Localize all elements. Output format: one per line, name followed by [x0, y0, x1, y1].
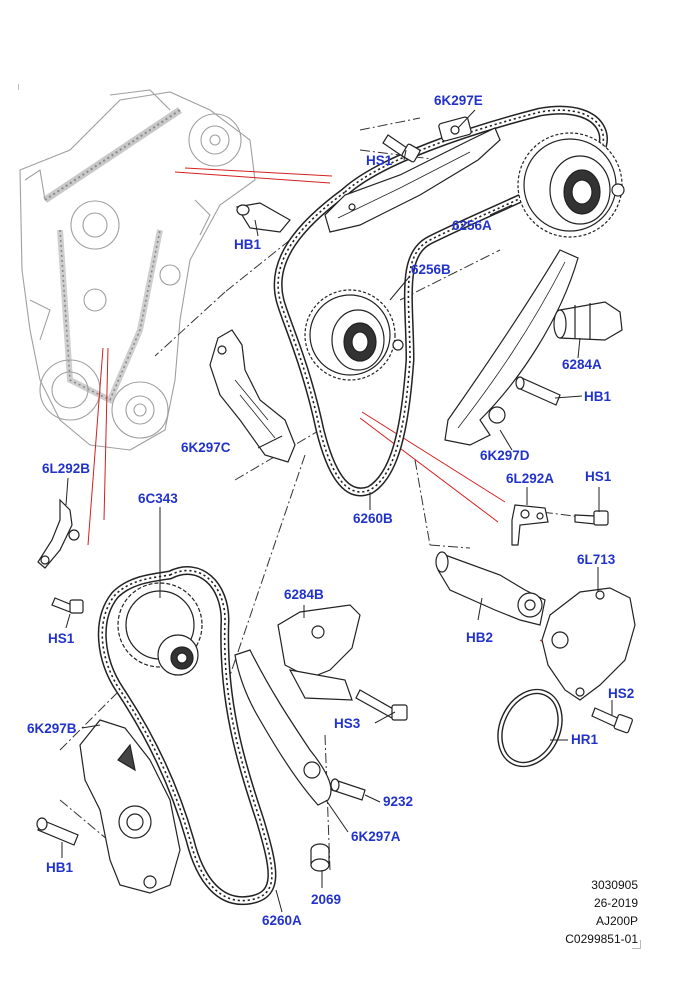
tensioner-HB2 — [435, 551, 546, 626]
label-9232[interactable]: 9232 — [383, 794, 414, 809]
label-6K297A[interactable]: 6K297A — [351, 829, 401, 844]
label-2069[interactable]: 2069 — [311, 892, 342, 907]
label-HS2[interactable]: HS2 — [608, 686, 635, 701]
tensioner-6284A — [553, 301, 623, 341]
label-6C343[interactable]: 6C343 — [138, 491, 178, 506]
label-6K297B[interactable]: 6K297B — [27, 721, 77, 736]
bushing-2069 — [310, 843, 330, 872]
label-6256B[interactable]: 6256B — [411, 262, 451, 277]
bracket-6L292B — [37, 498, 80, 569]
bolt-HS2 — [591, 707, 633, 734]
label-6256A[interactable]: 6256A — [452, 218, 492, 233]
label-HB1-right[interactable]: HB1 — [584, 389, 612, 404]
label-HS3[interactable]: HS3 — [334, 716, 361, 731]
guide-6K297E — [324, 116, 501, 233]
label-HB2[interactable]: HB2 — [466, 630, 494, 645]
label-6K297C[interactable]: 6K297C — [181, 440, 231, 455]
label-HS1-left[interactable]: HS1 — [48, 631, 75, 646]
guide-6K297A — [234, 649, 332, 806]
guide-6K297B — [79, 719, 181, 894]
sprocket-6256B — [304, 289, 404, 381]
o-ring-HR1 — [497, 688, 563, 768]
bracket-6L292A — [511, 504, 549, 546]
callout-lines — [87, 167, 556, 651]
bolt-HB1-right — [515, 376, 561, 406]
bolt-9232 — [330, 778, 366, 801]
lower-chain-6260A — [97, 566, 277, 906]
label-6284B[interactable]: 6284B — [284, 587, 324, 602]
label-6260A[interactable]: 6260A — [262, 913, 302, 928]
label-HB1-top[interactable]: HB1 — [234, 237, 262, 252]
label-6K297E[interactable]: 6K297E — [434, 93, 483, 108]
label-6284A[interactable]: 6284A — [562, 357, 602, 372]
bolt-HS1-right — [574, 510, 609, 526]
reference-number: 3030905 — [591, 878, 638, 892]
label-HS1-top[interactable]: HS1 — [366, 153, 393, 168]
label-HR1[interactable]: HR1 — [571, 732, 599, 747]
engine-overview-ghost — [19, 89, 256, 451]
corner-mark — [632, 940, 641, 949]
sprocket-6256A — [517, 132, 625, 238]
cover-6L713 — [541, 587, 636, 701]
label-6260B[interactable]: 6260B — [353, 511, 393, 526]
label-6L292B[interactable]: 6L292B — [42, 461, 91, 476]
reference-engine-code: AJ200P — [595, 914, 638, 928]
label-HB1-lower[interactable]: HB1 — [46, 860, 74, 875]
reference-illustration-id: C0299851-01 — [565, 932, 638, 946]
sprocket-6C343 — [117, 582, 203, 676]
bolt-HB1-lower — [36, 817, 79, 846]
guide-6K297C — [209, 329, 296, 463]
upper-chain-6260B — [273, 105, 608, 497]
reference-date-code: 26-2019 — [593, 896, 638, 910]
tensioner-6284B — [277, 604, 361, 701]
label-HS1-right[interactable]: HS1 — [585, 469, 612, 484]
label-leaders — [61, 109, 613, 913]
bolt-HS1-top — [382, 134, 421, 163]
bolt-HB1-top — [236, 202, 291, 233]
bolt-HS3 — [355, 689, 408, 721]
label-6K297D[interactable]: 6K297D — [480, 448, 530, 463]
guide-6K297D — [444, 249, 579, 446]
label-6L713[interactable]: 6L713 — [577, 552, 616, 567]
label-6L292A[interactable]: 6L292A — [506, 471, 555, 486]
bolt-HS1-left — [51, 597, 84, 614]
